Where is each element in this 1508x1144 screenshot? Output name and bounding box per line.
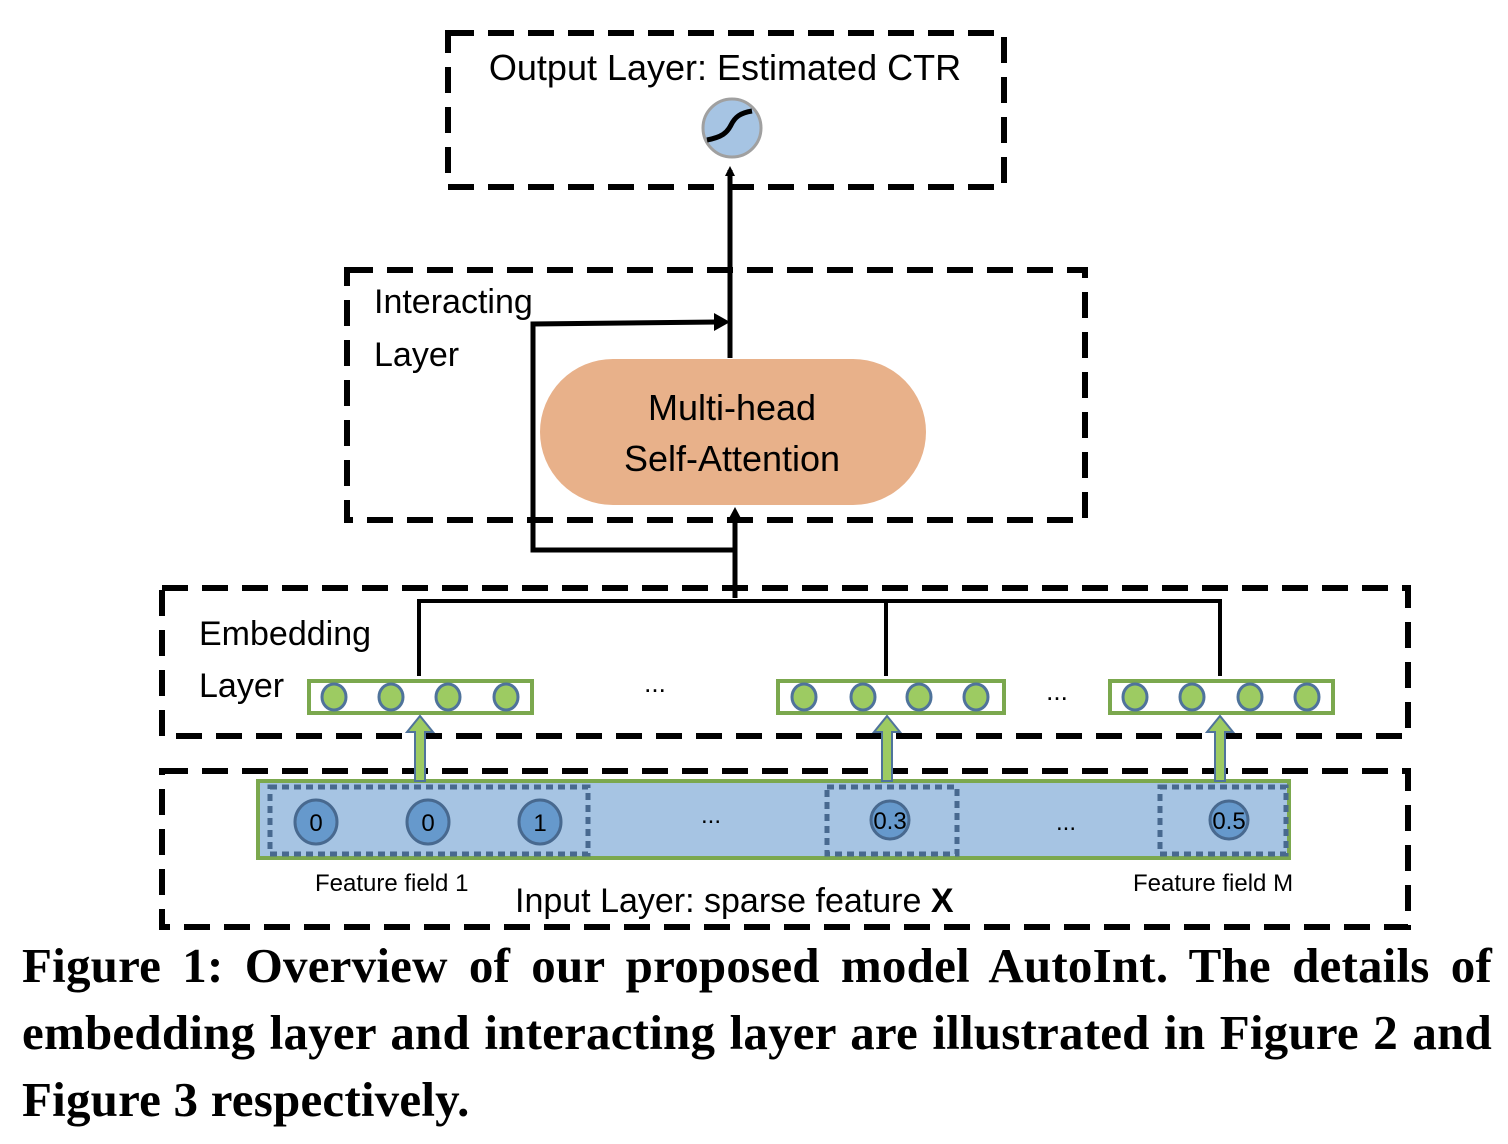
feature-field-mid-group	[824, 784, 960, 857]
embedding-layer-border	[159, 585, 1411, 739]
embedding-ellipsis-1: ...	[644, 668, 666, 698]
embedding-vector	[1108, 679, 1335, 715]
embedding-bus	[417, 599, 1222, 676]
input-layer-label-text: Input Layer: sparse feature	[515, 882, 931, 920]
attention-block-label-line1: Multi-head	[648, 387, 816, 428]
input-unit: 0.5	[1208, 799, 1250, 841]
input-unit-value: 0.3	[873, 808, 906, 835]
embedding-vector	[776, 679, 1006, 715]
input-feature-symbol: X	[931, 882, 954, 920]
embedding-layer: Embedding Layer ... ...	[159, 585, 1411, 739]
output-layer-label: Output Layer: Estimated CTR	[489, 47, 961, 88]
feature-field-m-label: Feature field M	[1133, 870, 1293, 897]
input-unit: 0	[293, 798, 339, 846]
embedding-unit	[377, 682, 405, 712]
input-unit-value: 1	[533, 810, 546, 837]
attention-block-label-line2: Self-Attention	[624, 438, 840, 479]
autoint-architecture-diagram: Output Layer: Estimated CTR Interacting …	[159, 30, 1411, 930]
input-layer: 0 0 1 0.3 0.5 ... ... Feature field 1 Fe…	[159, 768, 1411, 930]
interacting-layer-label-line1: Interacting	[374, 283, 533, 321]
output-layer: Output Layer: Estimated CTR	[445, 30, 1007, 190]
embedding-unit	[1178, 682, 1206, 712]
embedding-unit	[1293, 682, 1321, 712]
input-layer-border	[159, 768, 1411, 930]
residual-connection	[530, 319, 735, 553]
input-layer-label: Input Layer: sparse feature X	[515, 882, 954, 920]
embedding-unit	[1236, 682, 1264, 712]
residual-arrowhead	[714, 313, 730, 331]
embedding-unit	[849, 682, 877, 712]
input-unit: 0	[405, 798, 451, 846]
input-ellipsis-1: ...	[701, 802, 721, 829]
interacting-layer: Interacting Layer Multi-head Self-Attent…	[344, 267, 1088, 553]
feature-field-m-group	[1157, 784, 1289, 857]
input-unit: 1	[517, 798, 563, 846]
input-ellipsis-2: ...	[1056, 809, 1076, 836]
interacting-layer-border	[344, 267, 1088, 523]
embedding-layer-label-line2: Layer	[199, 667, 284, 705]
input-unit-value: 0	[421, 810, 434, 837]
sigmoid-icon	[701, 97, 763, 159]
embedding-unit	[492, 682, 520, 712]
attention-input-arrowhead	[727, 507, 743, 522]
embedding-lookup-arrow	[404, 714, 436, 782]
embedding-unit	[434, 682, 462, 712]
feature-field-1-group	[267, 784, 591, 857]
embedding-lookup-arrow	[871, 714, 903, 782]
embedding-unit	[962, 682, 990, 712]
figure-caption: Figure 1: Overview of our proposed model…	[22, 938, 1492, 1127]
feature-field-1-label: Feature field 1	[315, 870, 468, 897]
embedding-unit	[320, 682, 348, 712]
input-unit-value: 0.5	[1212, 808, 1245, 835]
embedding-unit	[905, 682, 933, 712]
input-unit: 0.3	[869, 799, 911, 841]
embedding-ellipsis-2: ...	[1046, 676, 1068, 706]
output-layer-border	[445, 30, 1007, 190]
embedding-unit	[790, 682, 818, 712]
embedding-layer-label-line1: Embedding	[199, 615, 371, 653]
embedding-lookup-arrow	[1204, 714, 1236, 782]
input-unit-value: 0	[309, 810, 322, 837]
embedding-vector	[307, 679, 534, 715]
multi-head-self-attention-block	[540, 359, 926, 505]
embedding-unit	[1121, 682, 1149, 712]
interacting-layer-label-line2: Layer	[374, 336, 459, 374]
